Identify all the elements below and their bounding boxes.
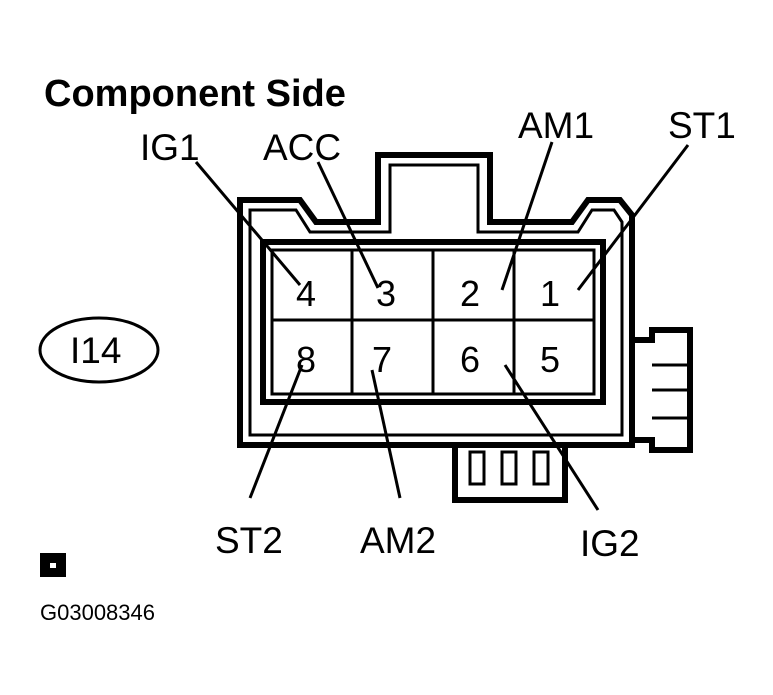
connector-code: I14: [70, 330, 121, 371]
connector-code-ellipse: [38, 316, 160, 384]
signal-label-acc: ACC: [263, 127, 341, 168]
leader-st1: [576, 144, 690, 291]
connector-housing: [237, 152, 693, 503]
pin-number-6: 6: [460, 339, 480, 380]
signal-label-st1: ST1: [668, 105, 736, 146]
pin-number-4: 4: [296, 273, 316, 314]
leader-ig1: [194, 161, 302, 286]
signal-label-st2: ST2: [215, 520, 283, 561]
leader-st2: [248, 364, 304, 499]
leader-am1: [500, 141, 554, 291]
signal-label-am2: AM2: [360, 520, 436, 561]
signal-label-ig1: IG1: [140, 127, 200, 168]
pin-number-2: 2: [460, 273, 480, 314]
figure-code: G03008346: [40, 600, 155, 625]
pin-number-5: 5: [540, 339, 560, 380]
leader-am2: [370, 369, 402, 499]
signal-label-ig2: IG2: [580, 523, 640, 564]
signal-label-am1: AM1: [518, 105, 594, 146]
pin-number-3: 3: [376, 273, 396, 314]
leader-ig2: [503, 364, 600, 511]
leader-lines: [194, 141, 690, 511]
marker-square-icon: [40, 553, 66, 577]
pin-number-7: 7: [372, 339, 392, 380]
pin-number-1: 1: [540, 273, 560, 314]
page-title: Component Side: [44, 73, 346, 115]
leader-acc: [316, 161, 380, 289]
